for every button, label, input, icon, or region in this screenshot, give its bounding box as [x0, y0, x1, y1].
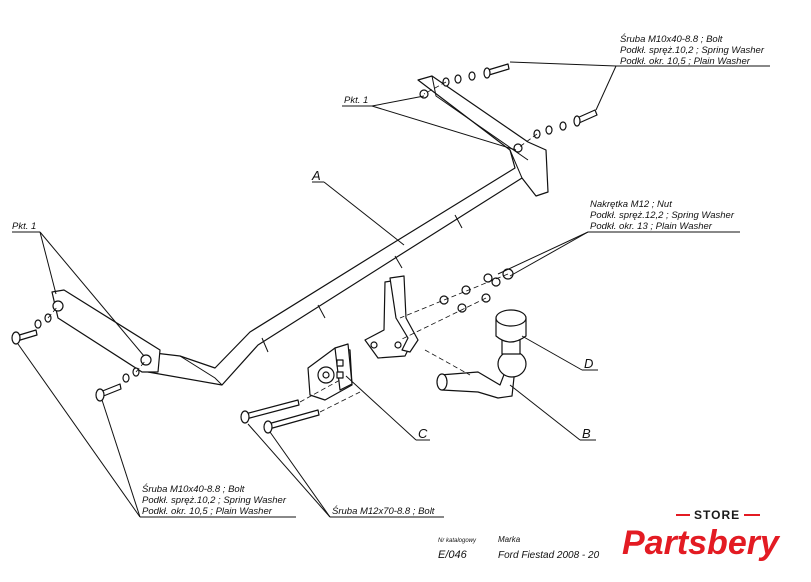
pkt-left-label: Pkt. 1 [12, 221, 36, 232]
logo-name-text: Partsbery [622, 524, 781, 562]
part-a-label: A [311, 168, 321, 183]
bottom-left-line3: Podkł. okr. 10,5 ; Plain Washer [142, 506, 273, 517]
nut-line2: Podkł. spręż.12,2 ; Spring Washer [590, 210, 735, 221]
nut-callout: Nakrętka M12 ; Nut Podkł. spręż.12,2 ; S… [590, 199, 735, 232]
bottom-left-callout: Śruba M10x40-8.8 ; Bolt Podkł. spręż.10,… [142, 483, 287, 517]
ball-mount-bracket [364, 275, 419, 359]
fasteners [11, 63, 598, 434]
bottom-left-line2: Podkł. spręż.10,2 ; Spring Washer [142, 495, 287, 506]
tow-ball-b [436, 339, 527, 399]
title-block: Nr katalogowy E/046 Marka Ford Fiestad 2… [438, 535, 600, 561]
nut-line1: Nakrętka M12 ; Nut [590, 199, 672, 210]
crossbar-a [51, 75, 549, 386]
socket-plate-c [307, 343, 353, 401]
ball-cap-d [495, 309, 527, 343]
alignment-lines [47, 81, 538, 413]
brand-label: Marka [498, 535, 521, 544]
pkt-top-label: Pkt. 1 [344, 95, 368, 106]
bottom-left-line1: Śruba M10x40-8.8 ; Bolt [142, 483, 245, 495]
part-b-label: B [582, 426, 591, 441]
catalog-value: E/046 [438, 549, 468, 561]
top-right-line1: Śruba M10x40-8.8 ; Bolt [620, 33, 723, 45]
logo-store-text: STORE [694, 508, 740, 522]
brand-value: Ford Fiestad 2008 - 20 [498, 550, 600, 561]
leader-lines [12, 61, 770, 518]
top-right-line2: Podkł. spręż.10,2 ; Spring Washer [620, 45, 765, 56]
part-d-label: D [584, 356, 593, 371]
catalog-label: Nr katalogowy [438, 538, 477, 544]
partsbery-logo: STORE Partsbery [622, 508, 781, 562]
part-c-label: C [418, 426, 428, 441]
top-right-line3: Podkł. okr. 10,5 ; Plain Washer [620, 56, 751, 67]
nut-line3: Podkł. okr. 13 ; Plain Washer [590, 221, 713, 232]
bolt-m12-label: Śruba M12x70-8.8 ; Bolt [332, 505, 435, 517]
top-right-callout: Śruba M10x40-8.8 ; Bolt Podkł. spręż.10,… [620, 33, 765, 67]
